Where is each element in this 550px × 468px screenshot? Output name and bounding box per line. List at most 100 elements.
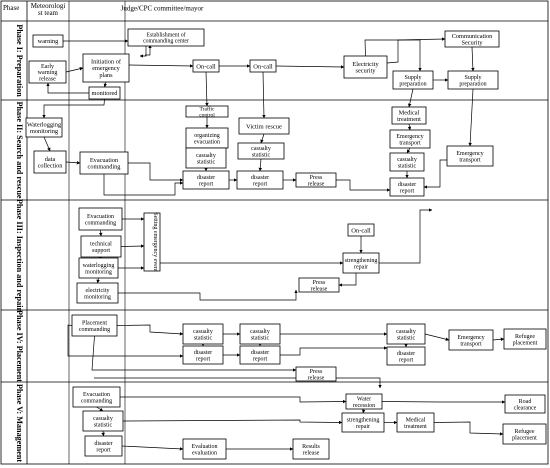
node-box: [444, 30, 500, 48]
node-box: [185, 147, 227, 169]
node-label: warning: [38, 38, 59, 45]
node-box: [84, 435, 123, 457]
node-box: [345, 393, 383, 410]
node-box: [82, 410, 124, 432]
node-box: [504, 394, 546, 414]
node-box: [80, 235, 122, 258]
node-box: [446, 145, 494, 167]
node-box: [239, 345, 281, 365]
node-box: [392, 70, 434, 90]
node-victim-rescue: Victim rescue: [238, 117, 290, 135]
node-on-call-3: On-call: [347, 223, 375, 237]
flow-arrow: [98, 229, 103, 237]
node-box: [78, 257, 119, 279]
flow-arrow: [433, 421, 504, 436]
node-box: [82, 53, 130, 83]
node-box: [295, 366, 337, 382]
node-box: [182, 345, 224, 365]
flow-arrow: [120, 244, 145, 248]
flow-arrow: [121, 445, 184, 451]
flow-arrow: [67, 324, 184, 358]
flow-arrow: [116, 324, 184, 336]
node-box: [342, 252, 380, 274]
flow-arrow: [94, 377, 382, 389]
flow-arrow: [118, 289, 298, 301]
node-on-call-2: On-call: [249, 59, 277, 73]
flow-arrow: [46, 82, 89, 94]
node-box: [347, 223, 375, 237]
phase-header: Phase: [3, 4, 19, 12]
phase-label: Phase II: Search and rescue: [15, 101, 24, 198]
node-box: [238, 117, 290, 135]
node-box: [502, 423, 547, 445]
flow-arrow: [145, 44, 152, 56]
flow-arrow: [364, 39, 422, 72]
node-box: [292, 438, 330, 460]
node-box: [503, 328, 547, 350]
flow-arrow: [275, 65, 345, 69]
node-label: Setting emergency event: [152, 212, 158, 272]
flow-arrow: [471, 46, 475, 72]
node-box: [182, 170, 230, 190]
node-box: [185, 105, 229, 118]
node-box: [71, 314, 118, 337]
flow-arrow: [468, 88, 474, 147]
node-box: [341, 412, 385, 433]
flow-arrow: [101, 430, 105, 437]
flow-arrow: [96, 277, 100, 284]
node-box: [386, 323, 426, 345]
node-box: [249, 59, 277, 73]
flow-arrow: [122, 419, 343, 425]
node-box: [79, 151, 129, 175]
node-label: On-call: [196, 63, 216, 70]
node-box: [298, 277, 340, 293]
